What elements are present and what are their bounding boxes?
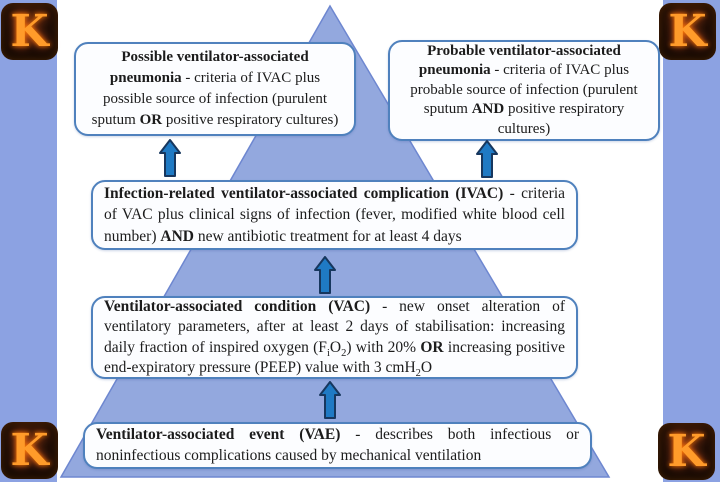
up-arrow-icon [319, 381, 341, 419]
box-vac: Ventilator-associated condition (VAC) - … [91, 296, 578, 379]
right-border-band [663, 0, 720, 482]
box-vae: Ventilator-associated event (VAE) - desc… [83, 422, 592, 469]
box-ivac-text: Infection-related ventilator-associated … [104, 184, 565, 245]
box-vae-text: Ventilator-associated event (VAE) - desc… [96, 426, 579, 464]
logo-letter: K [668, 5, 707, 57]
logo-letter: K [10, 5, 49, 57]
up-arrow-icon [314, 256, 336, 294]
flaming-k-logo: K [658, 423, 715, 480]
box-probable-vap-text: Probable ventilator-associated pneumonia… [410, 42, 638, 137]
logo-letter: K [10, 424, 49, 476]
up-arrow-icon [159, 139, 181, 177]
box-possible-vap: Possible ventilator-associated pneumonia… [74, 42, 356, 136]
flaming-k-logo: K [659, 3, 716, 60]
left-border-band [0, 0, 57, 482]
box-vac-text: Ventilator-associated condition (VAC) - … [104, 298, 565, 379]
up-arrow-icon [476, 140, 498, 178]
box-ivac: Infection-related ventilator-associated … [91, 180, 578, 250]
flaming-k-logo: K [1, 422, 58, 479]
box-possible-vap-text: Possible ventilator-associated pneumonia… [91, 49, 339, 128]
logo-letter: K [667, 425, 706, 477]
flaming-k-logo: K [1, 3, 58, 60]
box-probable-vap: Probable ventilator-associated pneumonia… [388, 40, 660, 141]
